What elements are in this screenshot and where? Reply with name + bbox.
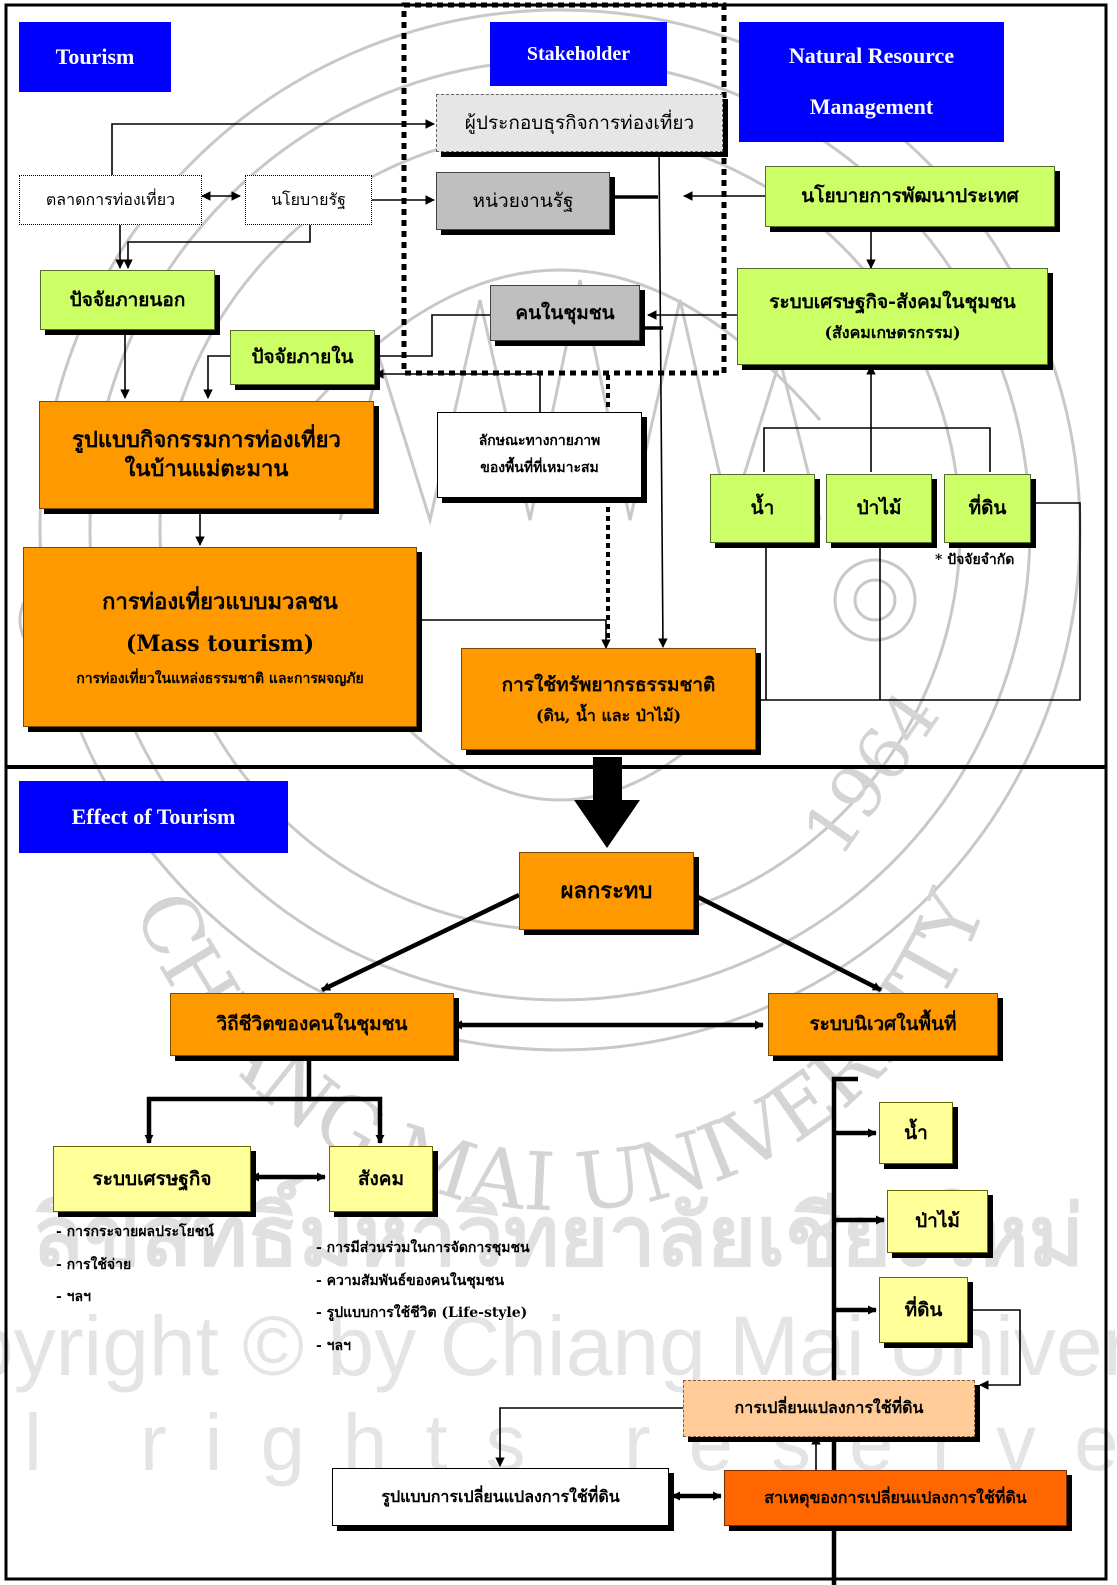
- impact-box: ผลกระทบ: [519, 852, 694, 930]
- mass-tourism-line3: การท่องเที่ยวในแหล่งธรรมชาติ และการผจญภั…: [76, 670, 364, 687]
- tourism-activity-box: รูปแบบกิจกรรมการท่องเที่ยว ในบ้านแม่ตะมา…: [39, 401, 374, 509]
- physical-line2: ของพื้นที่ที่เหมาะสม: [480, 460, 599, 476]
- society-note: - การมีส่วนร่วมในการจัดการชุมชน: [316, 1240, 530, 1256]
- society-note: - รูปแบบการใช้ชีวิต (Life-style): [316, 1305, 528, 1321]
- national-development-policy-box: นโยบายการพัฒนาประเทศ: [765, 166, 1055, 227]
- economic-system-box: ระบบเศรษฐกิจ: [53, 1146, 251, 1212]
- economic-note: - การกระจายผลประโยชน์: [56, 1224, 214, 1240]
- resource-use-line1: การใช้ทรัพยากรธรรมชาติ: [501, 673, 716, 696]
- external-factor-box: ปัจจัยภายนอก: [40, 270, 215, 330]
- mass-tourism-line2: (Mass tourism): [125, 630, 315, 657]
- state-policy-box: นโยบายรัฐ: [245, 175, 372, 225]
- society-note: - ความสัมพันธ์ของคนในชุมชน: [316, 1272, 505, 1289]
- natural-resource-management-header: Natural Resource Management: [739, 22, 1004, 142]
- society-notes: - การมีส่วนร่วมในการจัดการชุมชน - ความสั…: [316, 1240, 530, 1370]
- economic-note: - ฯลฯ: [56, 1289, 91, 1305]
- tourism-market-box: ตลาดการท่องเที่ยว: [19, 175, 202, 225]
- mass-tourism-box: การท่องเที่ยวแบบมวลชน (Mass tourism) การ…: [23, 547, 417, 727]
- internal-factor-box: ปัจจัยภายใน: [230, 330, 375, 385]
- tourism-operators-box: ผู้ประกอบธุรกิจการท่องเที่ยว: [436, 94, 723, 152]
- socio-economic-line1: ระบบเศรษฐกิจ-สังคมในชุมชน: [769, 291, 1016, 313]
- resource-use-line2: (ดิน, น้ำ และ ป่าไม้): [535, 705, 682, 725]
- natural-resource-use-box: การใช้ทรัพยากรธรรมชาติ (ดิน, น้ำ และ ป่า…: [461, 648, 756, 750]
- stakeholder-header: Stakeholder: [490, 22, 667, 86]
- physical-line1: ลักษณะทางกายภาพ: [478, 433, 601, 450]
- nrm-header-line1: Natural Resource: [788, 43, 955, 69]
- government-agency-box: หน่วยงานรัฐ: [436, 172, 610, 230]
- community-people-box: คนในชุมชน: [490, 285, 640, 341]
- effect-forest-box: ป่าไม้: [887, 1190, 988, 1253]
- socio-economic-line2: (สังคมเกษตรกรรม): [824, 323, 961, 343]
- effect-of-tourism-header: Effect of Tourism: [19, 781, 288, 853]
- effect-water-box: น้ำ: [879, 1102, 953, 1164]
- economic-note: - การใช้จ่าย: [56, 1256, 132, 1273]
- svg-text:1964: 1964: [787, 677, 956, 870]
- tourism-activity-line1: รูปแบบกิจกรรมการท่องเที่ยว: [72, 427, 341, 454]
- nrm-header-line2: Management: [809, 94, 934, 119]
- economic-notes: - การกระจายผลประโยชน์ - การใช้จ่าย - ฯลฯ: [56, 1224, 214, 1322]
- tourism-activity-line2: ในบ้านแม่ตะมาน: [124, 456, 289, 482]
- socio-economic-system-box: ระบบเศรษฐกิจ-สังคมในชุมชน (สังคมเกษตรกรร…: [737, 268, 1048, 365]
- land-use-change-box: การเปลี่ยนแปลงการใช้ที่ดิน: [683, 1380, 975, 1437]
- ecosystem-box: ระบบนิเวศในพื้นที่: [768, 993, 998, 1056]
- society-box: สังคม: [329, 1146, 433, 1212]
- land-use-change-cause-box: สาเหตุของการเปลี่ยนแปลงการใช้ที่ดิน: [724, 1470, 1067, 1526]
- land-use-change-pattern-box: รูปแบบการเปลี่ยนแปลงการใช้ที่ดิน: [332, 1468, 669, 1526]
- mass-tourism-line1: การท่องเที่ยวแบบมวลชน: [102, 588, 338, 615]
- limiting-factor-note: * ปัจจัยจำกัด: [935, 552, 1015, 568]
- tourism-header: Tourism: [19, 22, 171, 92]
- forest-box: ป่าไม้: [826, 474, 932, 543]
- society-note: - ฯลฯ: [316, 1337, 351, 1354]
- water-box: น้ำ: [710, 474, 815, 543]
- physical-characteristics-box: ลักษณะทางกายภาพ ของพื้นที่ที่เหมาะสม: [437, 412, 642, 498]
- effect-land-box: ที่ดิน: [879, 1277, 968, 1343]
- land-box: ที่ดิน: [944, 474, 1031, 543]
- community-way-of-life-box: วิถีชีวิตของคนในชุมชน: [170, 993, 454, 1056]
